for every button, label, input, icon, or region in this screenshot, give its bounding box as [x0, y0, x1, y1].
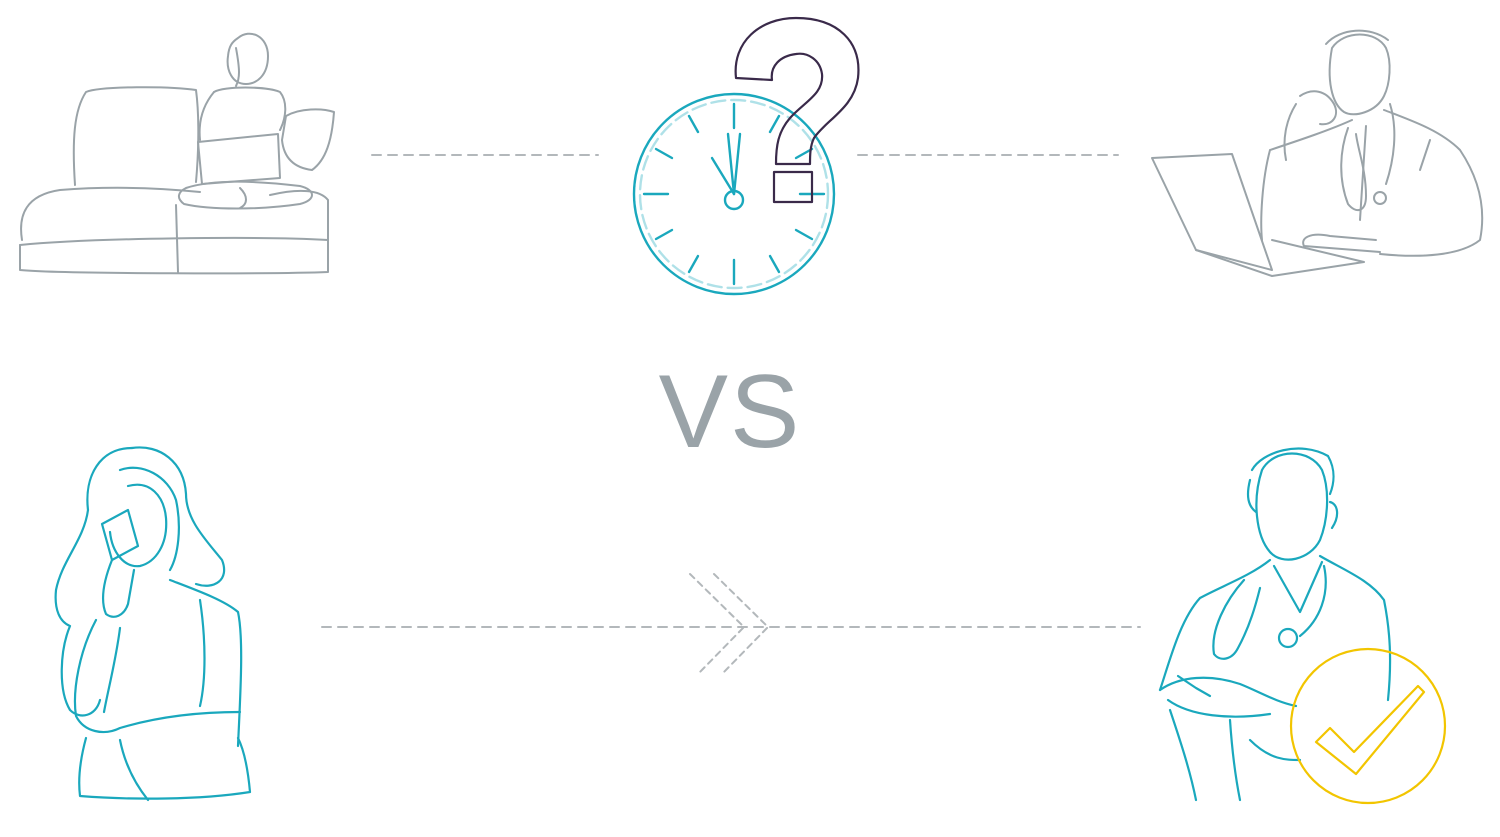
double-chevron-arrow-icon	[689, 573, 769, 675]
vs-label: VS	[658, 354, 802, 470]
doctor-at-laptop-icon	[1151, 29, 1484, 277]
doctor-with-checkmark-icon	[1158, 447, 1447, 805]
woman-on-couch-icon	[19, 32, 335, 275]
clock-with-question-mark-icon	[632, 16, 860, 296]
woman-on-phone-icon	[54, 446, 252, 802]
checkmark-badge-icon	[1289, 647, 1447, 805]
